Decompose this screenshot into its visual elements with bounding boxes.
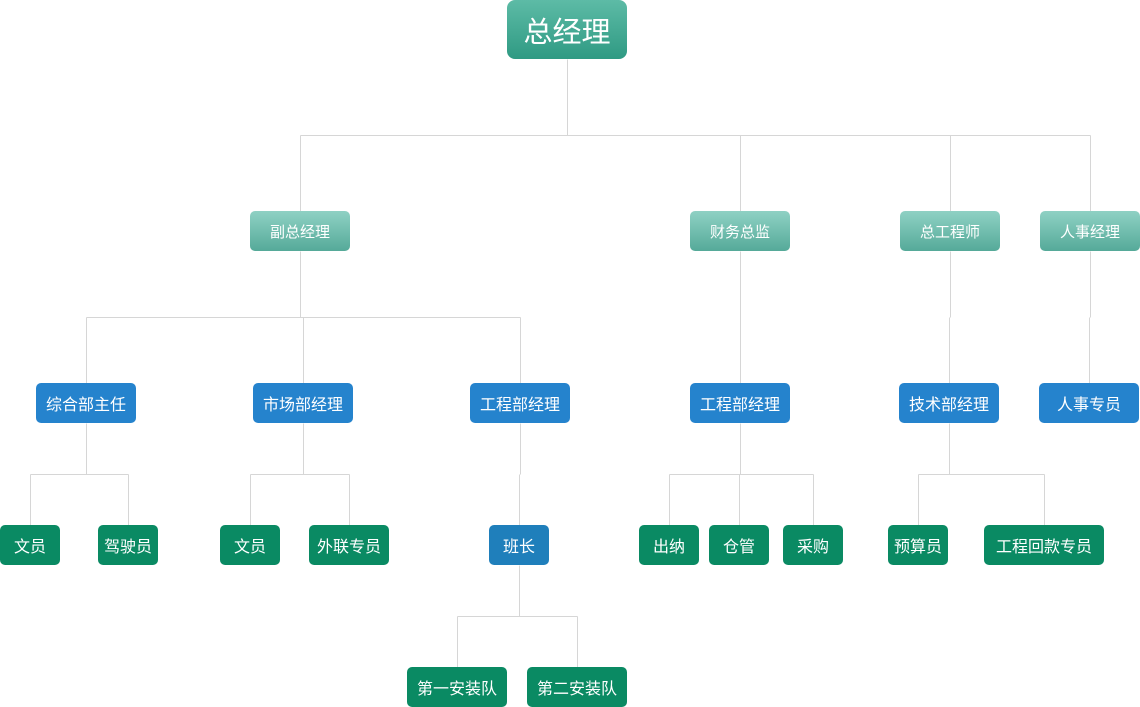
node-payment-collection-specialist[interactable]: 工程回款专员 xyxy=(984,525,1104,565)
node-install-team-1[interactable]: 第一安装队 xyxy=(407,667,507,707)
node-warehouse-keeper[interactable]: 仓管 xyxy=(709,525,769,565)
node-hr-specialist[interactable]: 人事专员 xyxy=(1039,383,1139,423)
node-cashier[interactable]: 出纳 xyxy=(639,525,699,565)
node-engineering-manager-a[interactable]: 工程部经理 xyxy=(470,383,570,423)
node-team-leader[interactable]: 班长 xyxy=(489,525,549,565)
node-deputy-general-manager[interactable]: 副总经理 xyxy=(250,211,350,251)
node-clerk-admin[interactable]: 文员 xyxy=(0,525,60,565)
node-chief-engineer[interactable]: 总工程师 xyxy=(900,211,1000,251)
node-driver[interactable]: 驾驶员 xyxy=(98,525,158,565)
node-liaison-specialist[interactable]: 外联专员 xyxy=(309,525,389,565)
node-finance-director[interactable]: 财务总监 xyxy=(690,211,790,251)
node-technical-manager[interactable]: 技术部经理 xyxy=(899,383,999,423)
node-install-team-2[interactable]: 第二安装队 xyxy=(527,667,627,707)
node-clerk-marketing[interactable]: 文员 xyxy=(220,525,280,565)
node-purchasing[interactable]: 采购 xyxy=(783,525,843,565)
node-hr-manager[interactable]: 人事经理 xyxy=(1040,211,1140,251)
node-admin-dept-head[interactable]: 综合部主任 xyxy=(36,383,136,423)
node-engineering-manager-b[interactable]: 工程部经理 xyxy=(690,383,790,423)
node-general-manager[interactable]: 总经理 xyxy=(507,0,627,59)
node-budget-officer[interactable]: 预算员 xyxy=(888,525,948,565)
node-marketing-manager[interactable]: 市场部经理 xyxy=(253,383,353,423)
